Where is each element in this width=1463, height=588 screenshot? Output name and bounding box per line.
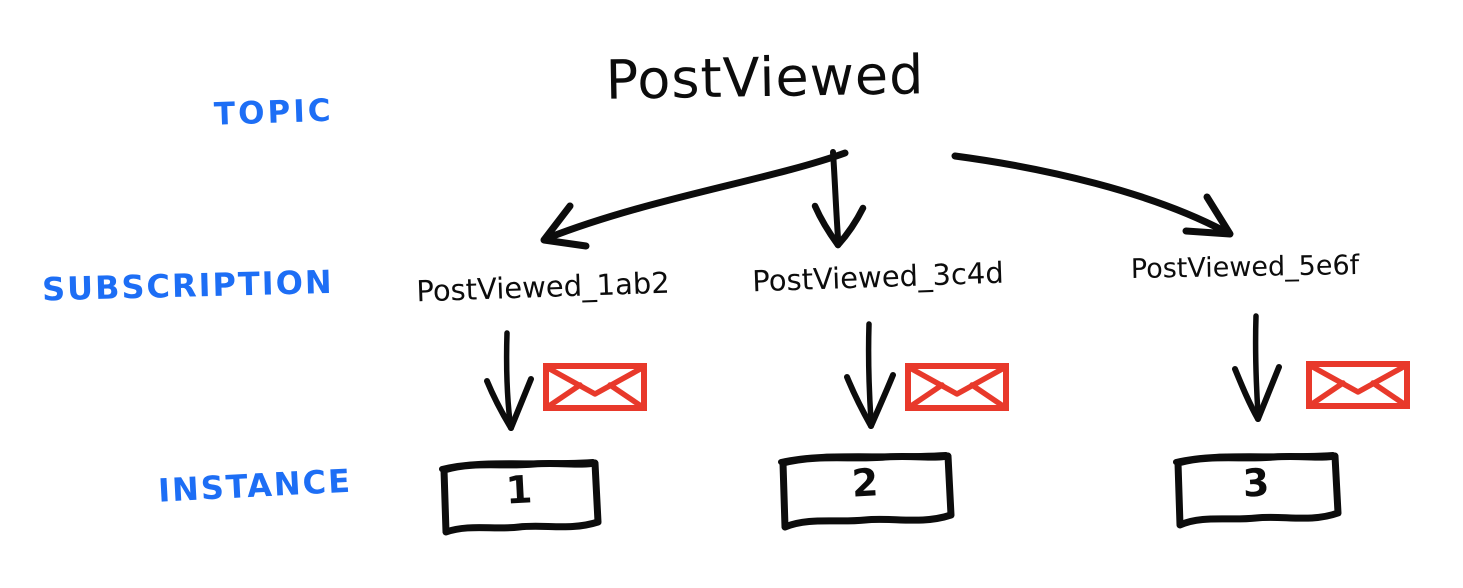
subscription-name-2: PostViewed_3c4d [751, 255, 1005, 299]
topic-title: PostViewed [605, 43, 925, 112]
instance-box-outline [778, 452, 955, 531]
subscription-3-delivery-arrow [1232, 313, 1282, 422]
envelope-icon [543, 363, 647, 411]
instance-box-1: 1 [434, 454, 604, 540]
subscription-name-3: PostViewed_5e6f [1130, 250, 1360, 285]
topic-to-subscription-2-arrow [811, 149, 867, 249]
topic-to-subscription-3-arrow [951, 152, 1234, 238]
subscription-name-1: PostViewed_1ab2 [415, 265, 671, 309]
subscription-1-delivery-arrow [484, 330, 534, 431]
instance-row-label: INSTANCE [157, 461, 353, 510]
instance-box-outline [439, 459, 602, 536]
envelope-icon [1306, 361, 1410, 409]
instance-number: 3 [1241, 460, 1271, 506]
subscription-row-label: SUBSCRIPTION [41, 262, 335, 309]
envelope-icon [905, 363, 1009, 411]
instance-box-outline [1173, 452, 1342, 529]
topic-row-label: TOPIC [213, 92, 335, 133]
instance-box-3: 3 [1168, 447, 1344, 533]
instance-number: 1 [504, 467, 534, 513]
instance-box-2: 2 [773, 447, 957, 535]
subscription-2-delivery-arrow [844, 321, 896, 429]
topic-to-subscription-1-arrow [540, 149, 849, 250]
